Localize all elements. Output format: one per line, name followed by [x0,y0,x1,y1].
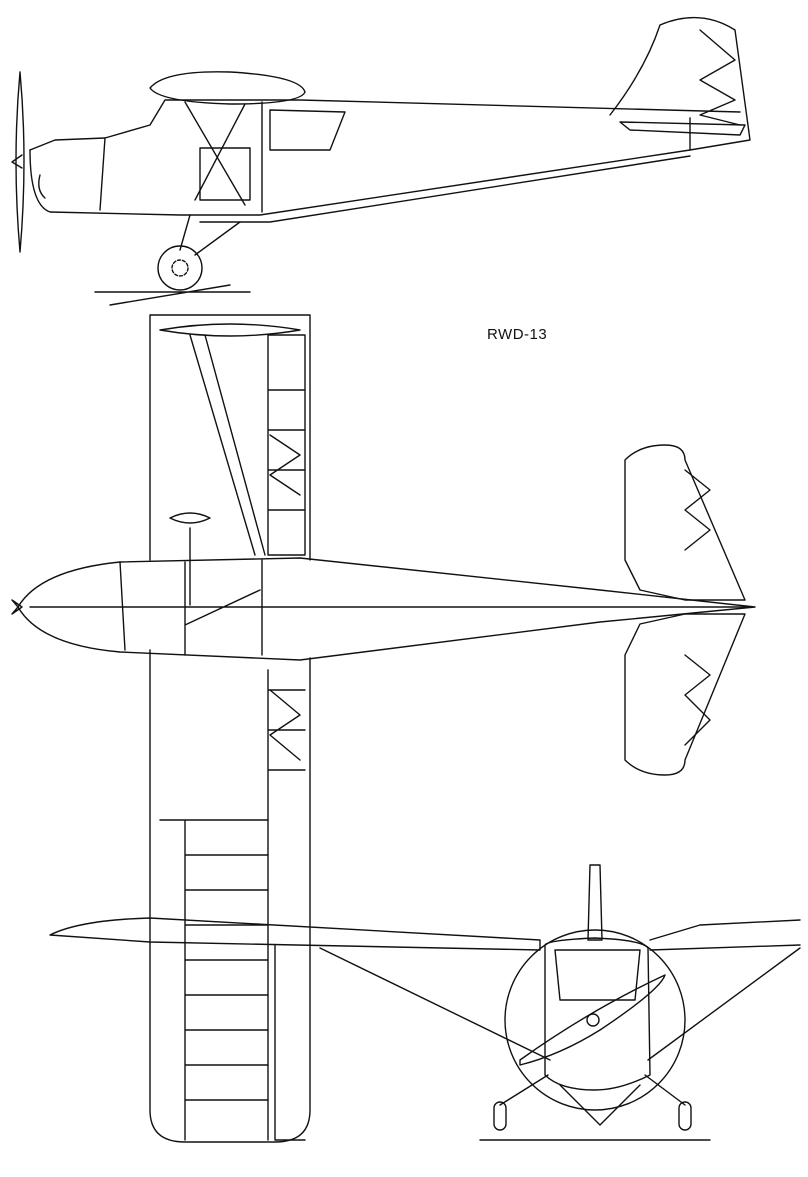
top-tail-ribs [684,469,711,746]
side-stabilizer [619,121,746,136]
top-wing-fairing [159,323,301,337]
top-wing-left-aileron [267,334,306,556]
top-nose [11,599,23,615]
side-hub [171,259,189,277]
top-fuselage-detail [29,559,751,656]
side-propeller [15,71,25,253]
top-tail [624,444,746,601]
front-wing-right [649,919,801,951]
front-spinner [586,1013,600,1027]
top-tail-lower [624,613,746,776]
front-fin [587,864,603,941]
side-cowl [38,137,106,211]
side-fin-ribs [699,29,741,126]
top-strut [189,334,266,556]
aircraft-designation-label: RWD-13 [487,326,548,343]
top-flap [159,819,306,1141]
front-propeller [519,974,666,1066]
side-wheel [157,245,203,291]
front-wheel-left [493,1101,507,1131]
side-fin [609,16,751,151]
side-cabin-window [199,109,346,201]
side-gear [179,214,241,256]
side-view [11,16,751,306]
side-fuselage-bottom2 [199,155,691,223]
top-wing-right-ribs [267,669,306,1141]
front-cabin [554,949,641,1001]
front-struts [319,947,801,1126]
front-wheel-right [678,1101,692,1131]
side-fuselage-bottom [29,149,691,216]
side-struts [184,101,263,213]
top-wing-left [149,314,311,561]
top-strut-head [169,512,211,606]
side-ground [94,284,251,306]
side-spinner [11,154,23,169]
front-view [49,864,801,1141]
front-fuselage [544,937,651,1091]
top-wing-right [149,649,311,1143]
side-wing [149,71,306,105]
front-wing-left [49,917,541,951]
side-fuselage-top [29,99,741,151]
front-prop-disk [504,929,686,1111]
top-fuselage [17,557,756,661]
top-view [11,314,756,1143]
